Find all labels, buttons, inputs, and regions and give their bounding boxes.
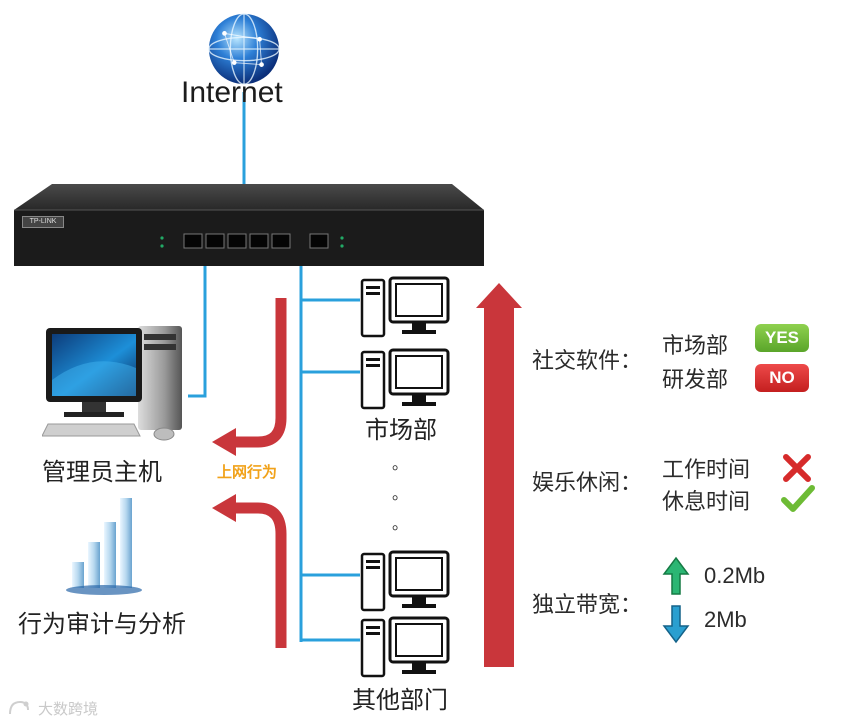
download-bandwidth-value: 2Mb [704, 607, 747, 632]
department-pc-icon [360, 550, 450, 612]
social-row-dept: 研发部 [662, 368, 729, 393]
ellipsis-dot: 。 [392, 484, 409, 503]
upload-arrow-icon [662, 556, 690, 595]
entertainment-row-period: 工作时间 [662, 458, 751, 483]
upload-bandwidth-value: 0.2Mb [704, 563, 766, 588]
download-arrow-icon [662, 605, 690, 644]
cross-icon [783, 454, 811, 482]
upstream-flow-arrow-shaft [484, 305, 514, 667]
admin-host-label: 管理员主机 [42, 458, 162, 486]
yes-badge: YES [755, 324, 809, 352]
behavior-flow-arrowhead-lower [212, 494, 236, 522]
bandwidth-category: 独立带宽： [532, 593, 643, 618]
internet-label: Internet [181, 76, 283, 109]
ellipsis-dot: 。 [392, 514, 409, 533]
globe-icon [208, 13, 280, 85]
department-pc-icon [360, 348, 450, 410]
behavior-flow-arrowhead-upper [212, 428, 236, 456]
internet-behavior-label: 上网行为 [217, 463, 278, 481]
no-badge: NO [755, 364, 809, 392]
audit-analysis-label: 行为审计与分析 [18, 610, 186, 638]
social-row-dept: 市场部 [662, 334, 729, 359]
entertainment-category: 娱乐休闲： [532, 471, 643, 496]
upstream-flow-arrowhead [476, 283, 522, 308]
ellipsis-dot: 。 [392, 454, 409, 473]
other-departments-label: 其他部门 [352, 686, 448, 714]
bar-chart-icon [66, 498, 142, 595]
entertainment-row-period: 休息时间 [662, 490, 751, 515]
social-software-category: 社交软件： [532, 349, 643, 374]
admin-computer-icon [42, 326, 182, 441]
admin-link-line [188, 266, 207, 398]
behavior-flow-arrow-upper [232, 298, 287, 448]
router-device [14, 184, 484, 266]
department-pc-icon [360, 276, 450, 338]
check-icon [781, 485, 815, 512]
market-department-label: 市场部 [365, 416, 437, 444]
behavior-flow-arrow-lower [232, 502, 287, 648]
watermark-text: 大数跨境 [38, 700, 99, 718]
watermark-logo-icon [9, 700, 29, 715]
router-brand-logo: TP-LINK [22, 216, 64, 228]
department-pc-icon [360, 616, 450, 678]
